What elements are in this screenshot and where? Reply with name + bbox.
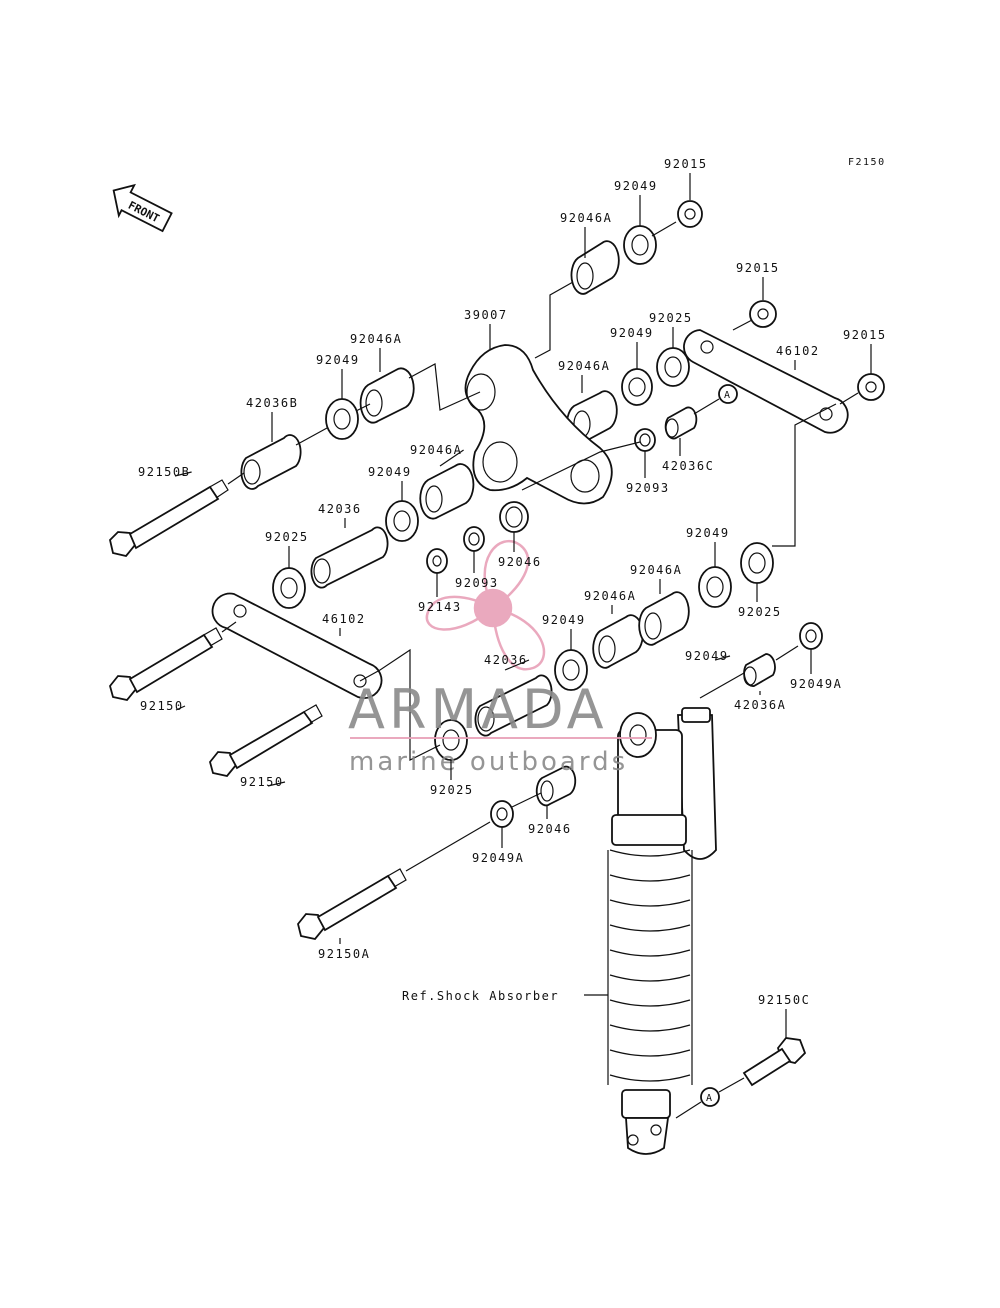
bolt-92150c — [742, 1037, 807, 1087]
seal-92025-upper-right — [656, 347, 690, 387]
label-leader-line — [504, 659, 530, 671]
bolt-92150a — [297, 868, 407, 940]
ring-92093-left — [463, 526, 485, 552]
collar-42036-lower — [474, 674, 553, 737]
bearing-92046-small — [499, 501, 529, 533]
bearing-92046-lower — [535, 765, 577, 807]
washer-92049-top — [623, 225, 657, 265]
collar-42036c — [664, 406, 698, 440]
part-label: 92049 — [614, 179, 658, 193]
part-label: 92025 — [738, 605, 782, 619]
washer-92049a-right — [799, 622, 823, 650]
bearing-92046a-top — [570, 240, 620, 295]
part-label: 92150 — [140, 699, 184, 713]
part-label: 92049 — [542, 613, 586, 627]
part-label: 92049 — [368, 465, 412, 479]
tie-rod-46102-left — [211, 592, 383, 699]
part-label: 92046A — [410, 443, 462, 457]
callout-a-upper: A — [718, 384, 738, 404]
bolt-92150b — [109, 479, 229, 558]
washer-92143 — [426, 548, 448, 574]
part-label: 92046A — [584, 589, 636, 603]
part-label: 92046A — [350, 332, 402, 346]
shock-absorber — [607, 707, 717, 1155]
part-label: 92046 — [498, 555, 542, 569]
label-leader-line — [175, 705, 186, 711]
watermark-logo: ARMADA marine outboards — [348, 539, 652, 777]
label-leader-line — [267, 781, 286, 787]
propeller-icon — [425, 539, 546, 671]
bearing-92046a-lower-a — [592, 614, 644, 669]
part-label: 92015 — [843, 328, 887, 342]
part-label: 92150C — [758, 993, 810, 1007]
seal-92025-lower-right — [740, 542, 774, 584]
part-label: 92143 — [418, 600, 462, 614]
label-leader-line — [439, 449, 464, 467]
part-label: 92015 — [736, 261, 780, 275]
part-label: 42036 — [484, 653, 528, 667]
watermark-brand: ARMADA — [348, 678, 608, 741]
nut-92015-top — [677, 200, 703, 228]
part-label: 92093 — [455, 576, 499, 590]
seal-92025-left — [272, 567, 306, 609]
part-label: 92046A — [560, 211, 612, 225]
part-label: 46102 — [322, 612, 366, 626]
part-label: 92049 — [685, 649, 729, 663]
washer-92049-left-upper — [325, 398, 359, 440]
watermark-tagline: marine outboards — [349, 747, 628, 777]
nut-92015-mid — [749, 300, 777, 328]
part-label: 92049A — [790, 677, 842, 691]
part-labels: 920159204992046A920153900792049920259204… — [138, 157, 887, 1038]
part-label: 92015 — [664, 157, 708, 171]
part-label: 92150B — [138, 465, 190, 479]
part-label: 42036A — [734, 698, 786, 712]
bearing-92046a-left-upper — [359, 367, 415, 424]
nut-92015-right — [857, 373, 885, 401]
washer-92049a-lower — [490, 800, 514, 828]
bolt-92150-upper — [109, 627, 223, 701]
washer-92049-left-mid — [385, 500, 419, 542]
callout-a-lower-text: A — [706, 1093, 712, 1104]
label-leader-line — [714, 655, 731, 661]
part-label: 92049A — [472, 851, 524, 865]
tie-rod-46102-right — [683, 329, 849, 434]
figure-code: F2150 — [848, 157, 886, 168]
label-leader-line — [174, 471, 192, 477]
washer-92049-upper-right — [621, 368, 653, 406]
ring-92093-upper — [634, 428, 656, 452]
part-label: 92025 — [649, 311, 693, 325]
bolt-92150-lower — [209, 704, 323, 777]
bearing-92046a-lower-b — [638, 591, 690, 646]
ref-shock-absorber-label: Ref.Shock Absorber — [402, 989, 559, 1003]
collar-42036 — [310, 526, 389, 589]
part-label: 92046 — [528, 822, 572, 836]
part-label: 46102 — [776, 344, 820, 358]
part-label: 92150A — [318, 947, 370, 961]
collar-42036b — [240, 434, 302, 490]
part-label: 92049 — [686, 526, 730, 540]
part-label: 42036 — [318, 502, 362, 516]
washer-92049-lower-right — [698, 566, 732, 608]
part-label: 39007 — [464, 308, 508, 322]
collar-42036a — [743, 653, 776, 687]
part-label: 92025 — [265, 530, 309, 544]
callout-a-upper-text: A — [724, 390, 730, 401]
part-label: 92049 — [610, 326, 654, 340]
part-label: 42036C — [662, 459, 714, 473]
part-label: 92046A — [558, 359, 610, 373]
bearing-92046a-left-mid — [419, 463, 475, 520]
part-label: 92093 — [626, 481, 670, 495]
callout-a-lower: A — [700, 1087, 720, 1107]
part-label: 92025 — [430, 783, 474, 797]
part-label: 92046A — [630, 563, 682, 577]
part-label: 92150 — [240, 775, 284, 789]
seal-92025-lower-left — [434, 719, 468, 761]
front-arrow-icon: FRONT — [112, 183, 173, 233]
part-label: 42036B — [246, 396, 298, 410]
part-label: 92049 — [316, 353, 360, 367]
